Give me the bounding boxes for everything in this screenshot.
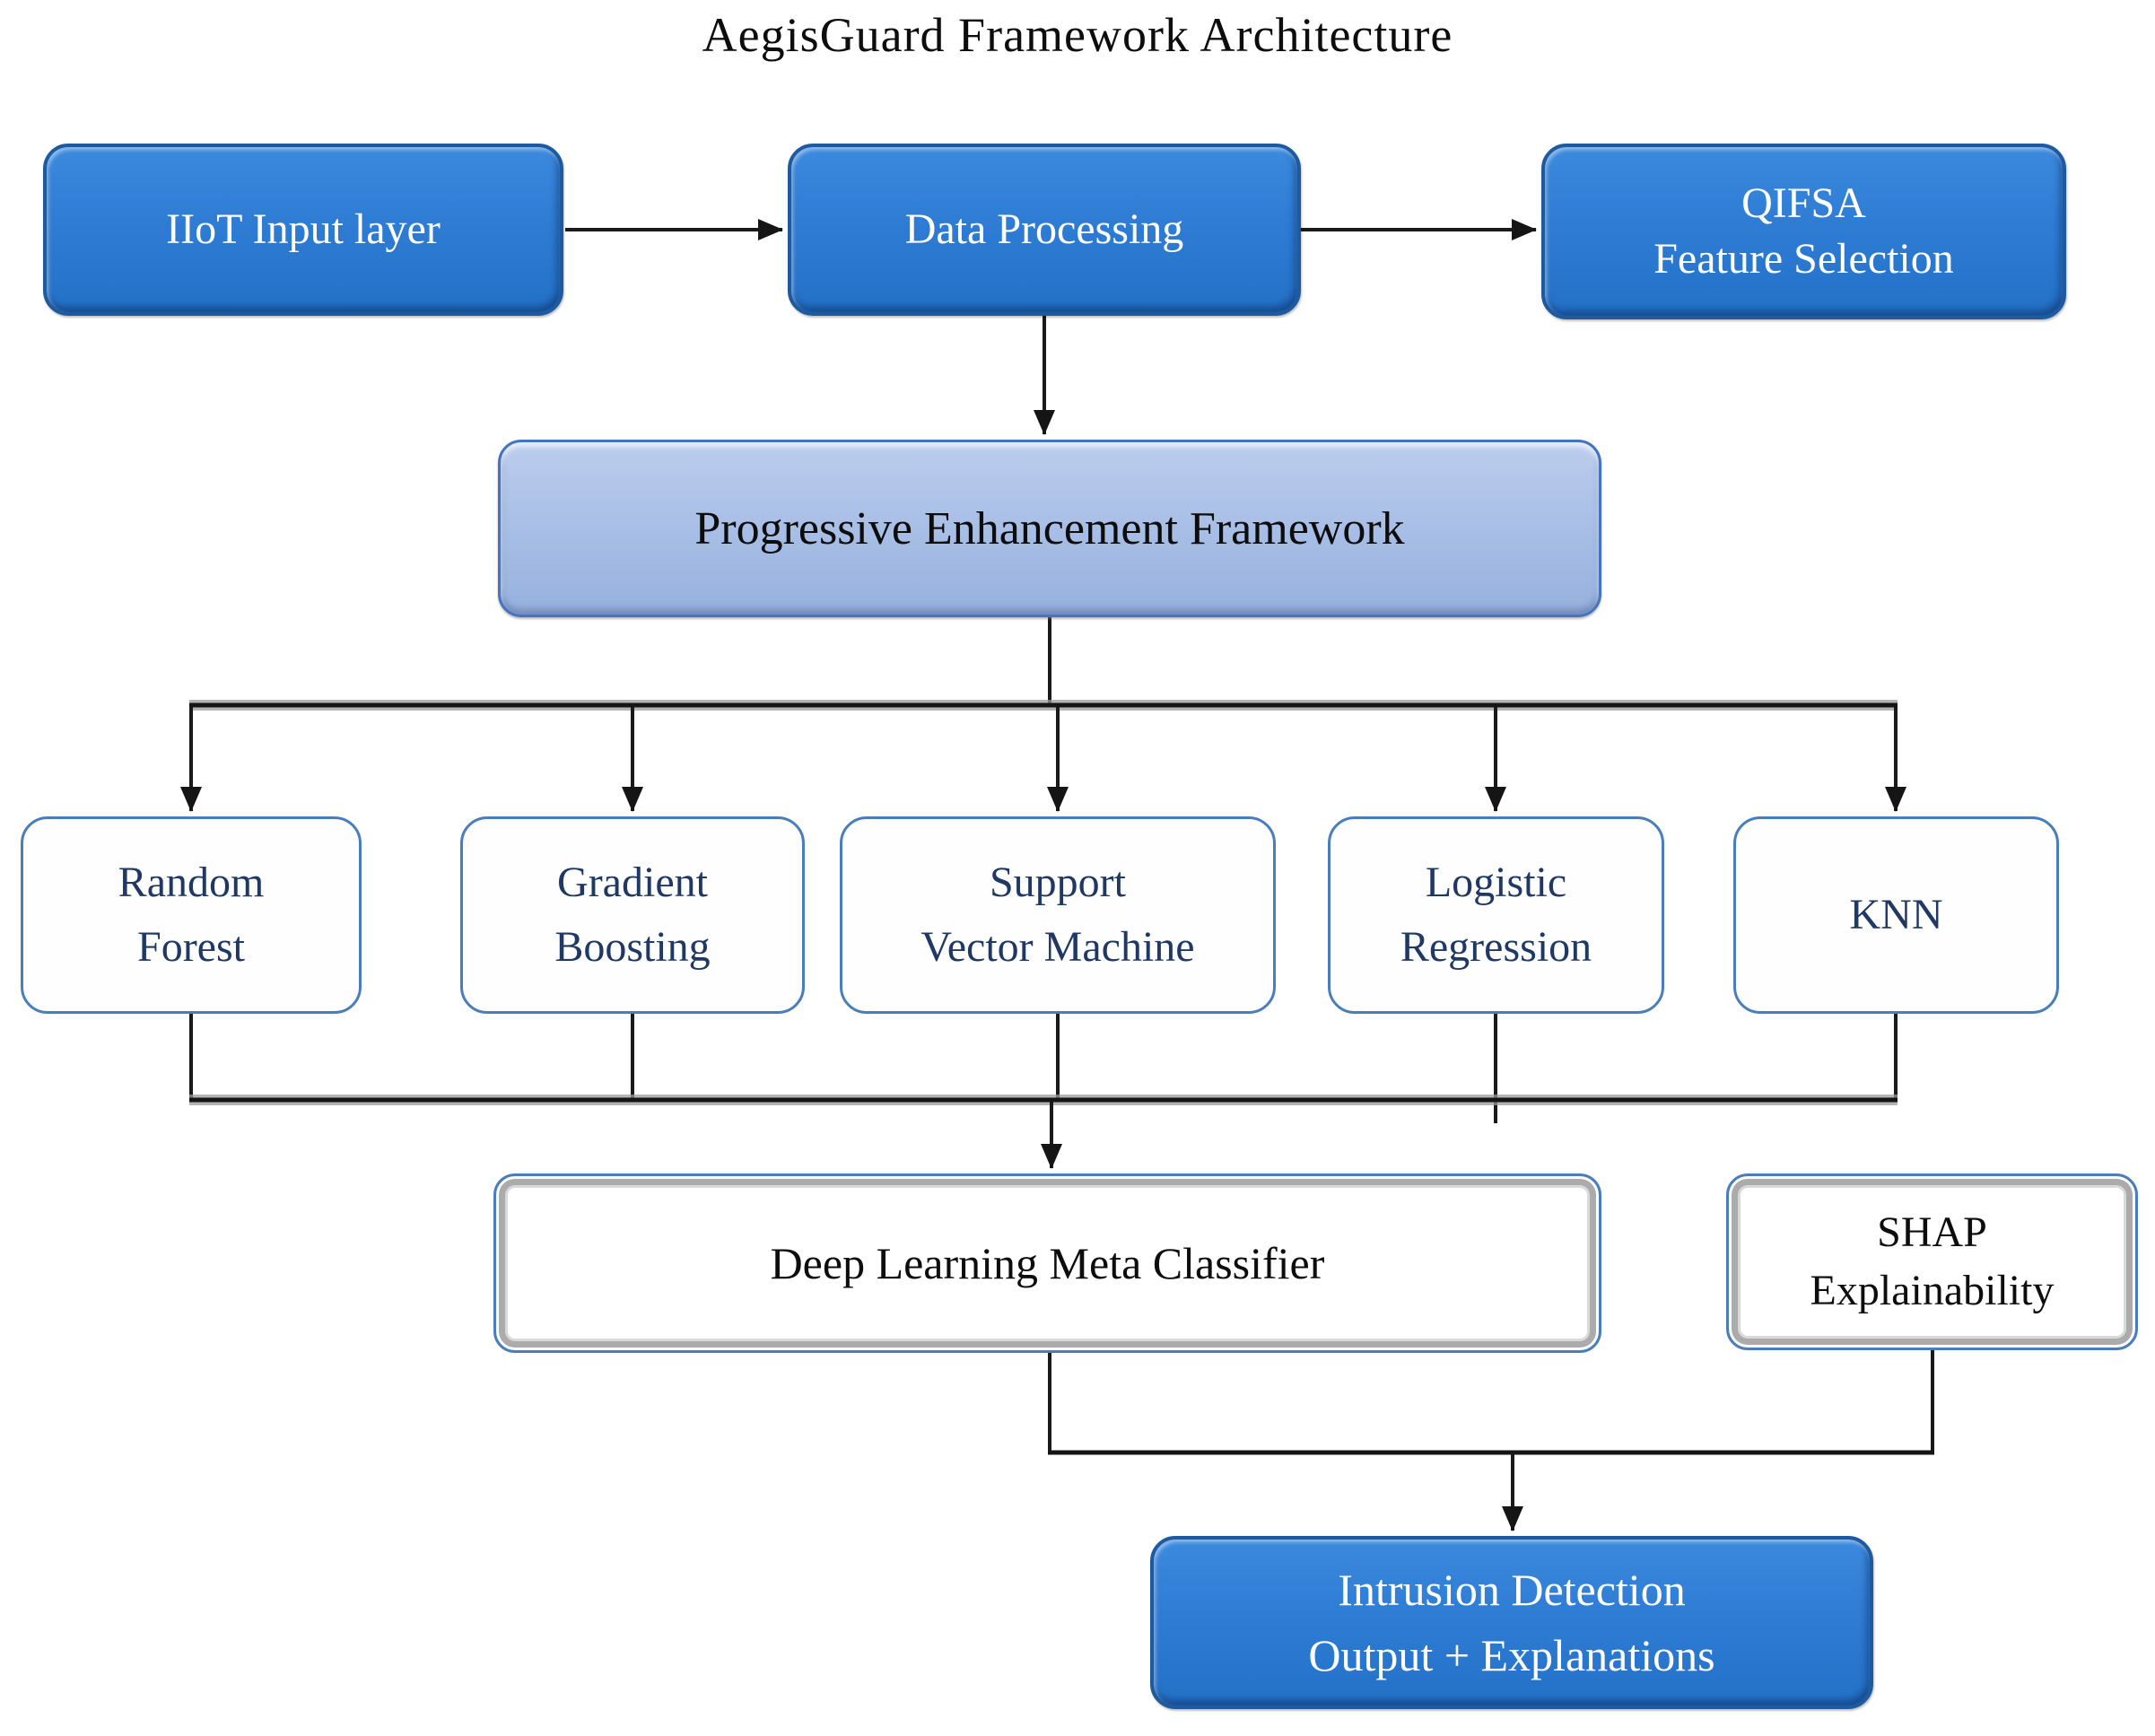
node-label: Data Processing xyxy=(904,205,1184,254)
node-random-forest: Random Forest xyxy=(21,816,362,1014)
node-intrusion-detection-output: Intrusion Detection Output + Explanation… xyxy=(1150,1536,1873,1709)
node-label: IIoT Input layer xyxy=(166,205,441,254)
node-knn: KNN xyxy=(1733,816,2059,1014)
node-label-line1: QIFSA xyxy=(1741,179,1866,227)
node-data-processing: Data Processing xyxy=(788,144,1301,316)
node-deep-learning-meta-classifier: Deep Learning Meta Classifier xyxy=(493,1173,1601,1353)
node-progressive-enhancement-framework: Progressive Enhancement Framework xyxy=(498,440,1601,617)
node-label-line2: Output + Explanations xyxy=(1308,1629,1715,1680)
node-label-line2: Forest xyxy=(137,923,245,971)
node-label-line2: Explainability xyxy=(1810,1266,2055,1314)
node-shap-explainability: SHAP Explainability xyxy=(1726,1173,2138,1350)
node-support-vector-machine: Support Vector Machine xyxy=(840,816,1276,1014)
node-logistic-regression: Logistic Regression xyxy=(1328,816,1664,1014)
node-label-line1: Gradient xyxy=(557,859,708,906)
node-label: Progressive Enhancement Framework xyxy=(694,502,1405,554)
node-label-line2: Vector Machine xyxy=(920,923,1195,971)
node-label-line2: Boosting xyxy=(554,923,711,971)
node-gradient-boosting: Gradient Boosting xyxy=(460,816,805,1014)
node-label-line1: Intrusion Detection xyxy=(1338,1565,1686,1615)
node-label-line1: Random xyxy=(118,859,265,906)
node-label-line1: Support xyxy=(989,859,1126,906)
node-label-line2: Regression xyxy=(1400,923,1592,971)
node-label-line2: Feature Selection xyxy=(1653,235,1954,283)
node-label: Deep Learning Meta Classifier xyxy=(770,1237,1325,1288)
node-iiot-input-layer: IIoT Input layer xyxy=(43,144,563,316)
node-qifsa-feature-selection: QIFSA Feature Selection xyxy=(1541,144,2066,319)
node-label: KNN xyxy=(1849,891,1943,938)
node-label-line1: SHAP xyxy=(1877,1208,1987,1256)
node-label-line1: Logistic xyxy=(1425,859,1567,906)
diagram-title: AegisGuard Framework Architecture xyxy=(702,8,1453,62)
